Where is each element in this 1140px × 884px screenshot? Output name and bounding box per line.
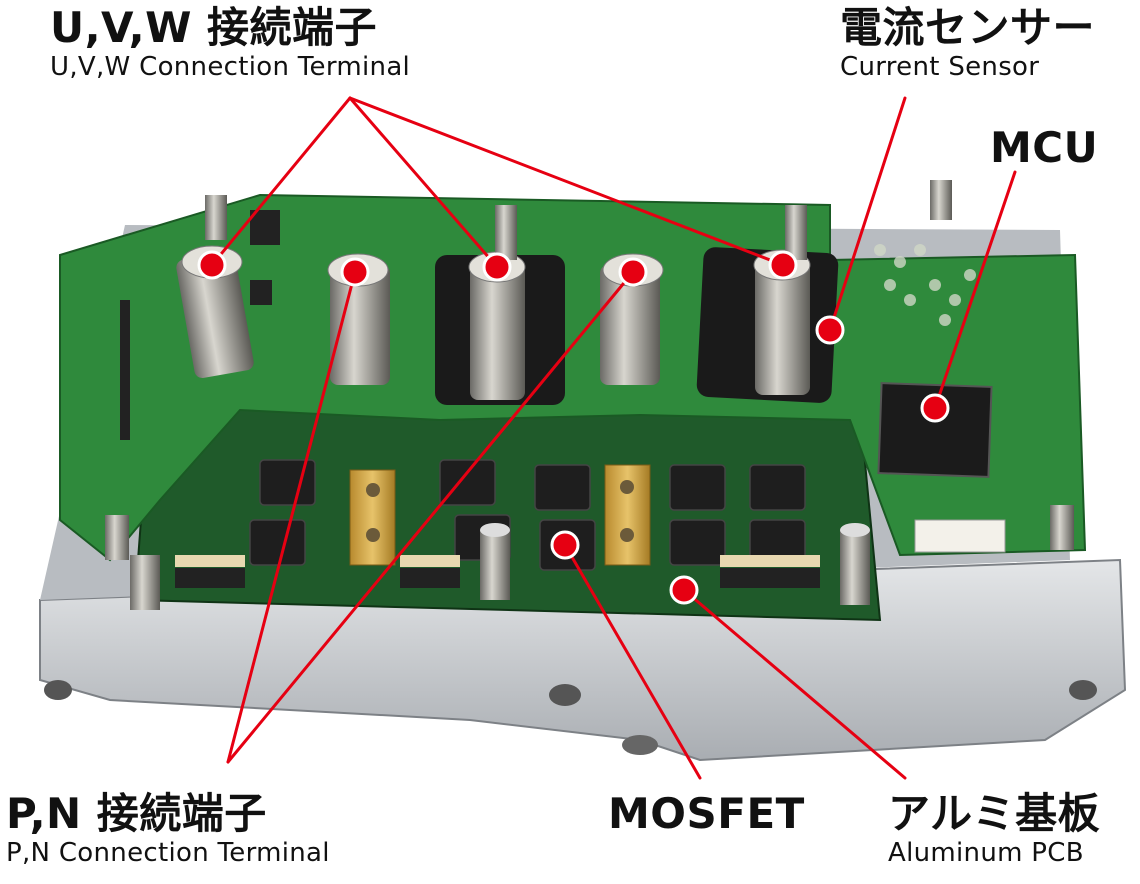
marker-uvw-2 [482, 252, 512, 282]
power-pcb [130, 398, 882, 622]
pn-terminal-label: P,N 接続端子 P,N Connection Terminal [6, 789, 330, 869]
callout-line-mcu [933, 170, 1017, 410]
mcu-jp: MCU [990, 123, 1099, 172]
marker-pn-2 [618, 257, 648, 287]
aluminum-pcb-label: アルミ基板 Aluminum PCB [888, 789, 1101, 869]
mosfet-jp: MOSFET [608, 789, 805, 838]
uvw-terminal-en: U,V,W Connection Terminal [50, 52, 411, 82]
callout-line-uvw-1 [210, 96, 352, 267]
pn-terminal-jp: P,N 接続端子 [6, 789, 267, 838]
uvw-terminal-jp: U,V,W 接続端子 [50, 3, 378, 52]
callout-markers [197, 250, 950, 605]
callout-line-mosfet [563, 543, 702, 780]
aluminum-pcb-en: Aluminum PCB [888, 838, 1084, 868]
current-sensor-jp: 電流センサー [840, 3, 1096, 52]
callout-line-uvw-2 [348, 96, 499, 269]
callout-line-pn-1 [226, 270, 357, 764]
marker-mosfet [550, 530, 580, 560]
marker-aluminum [669, 575, 699, 605]
current-sensor-label: 電流センサー Current Sensor [840, 3, 1096, 83]
aluminum-pcb-jp: アルミ基板 [888, 789, 1101, 838]
callout-lines [210, 96, 1017, 780]
mosfet-label: MOSFET [608, 790, 805, 838]
current-sensor-en: Current Sensor [840, 52, 1040, 82]
marker-uvw-3 [768, 250, 798, 280]
marker-uvw-1 [197, 250, 227, 280]
control-pcb [59, 180, 1087, 562]
callout-line-pn-2 [226, 270, 635, 764]
callout-line-uvw-3 [348, 96, 785, 267]
mcu-label: MCU [990, 124, 1098, 172]
uvw-terminal-label: U,V,W 接続端子 U,V,W Connection Terminal [50, 3, 411, 83]
callout-line-sensor [828, 96, 907, 332]
pn-terminal-en: P,N Connection Terminal [6, 838, 330, 868]
marker-sensor [815, 315, 845, 345]
marker-mcu [920, 393, 950, 423]
callout-line-alu [682, 588, 907, 780]
marker-pn-1 [340, 257, 370, 287]
